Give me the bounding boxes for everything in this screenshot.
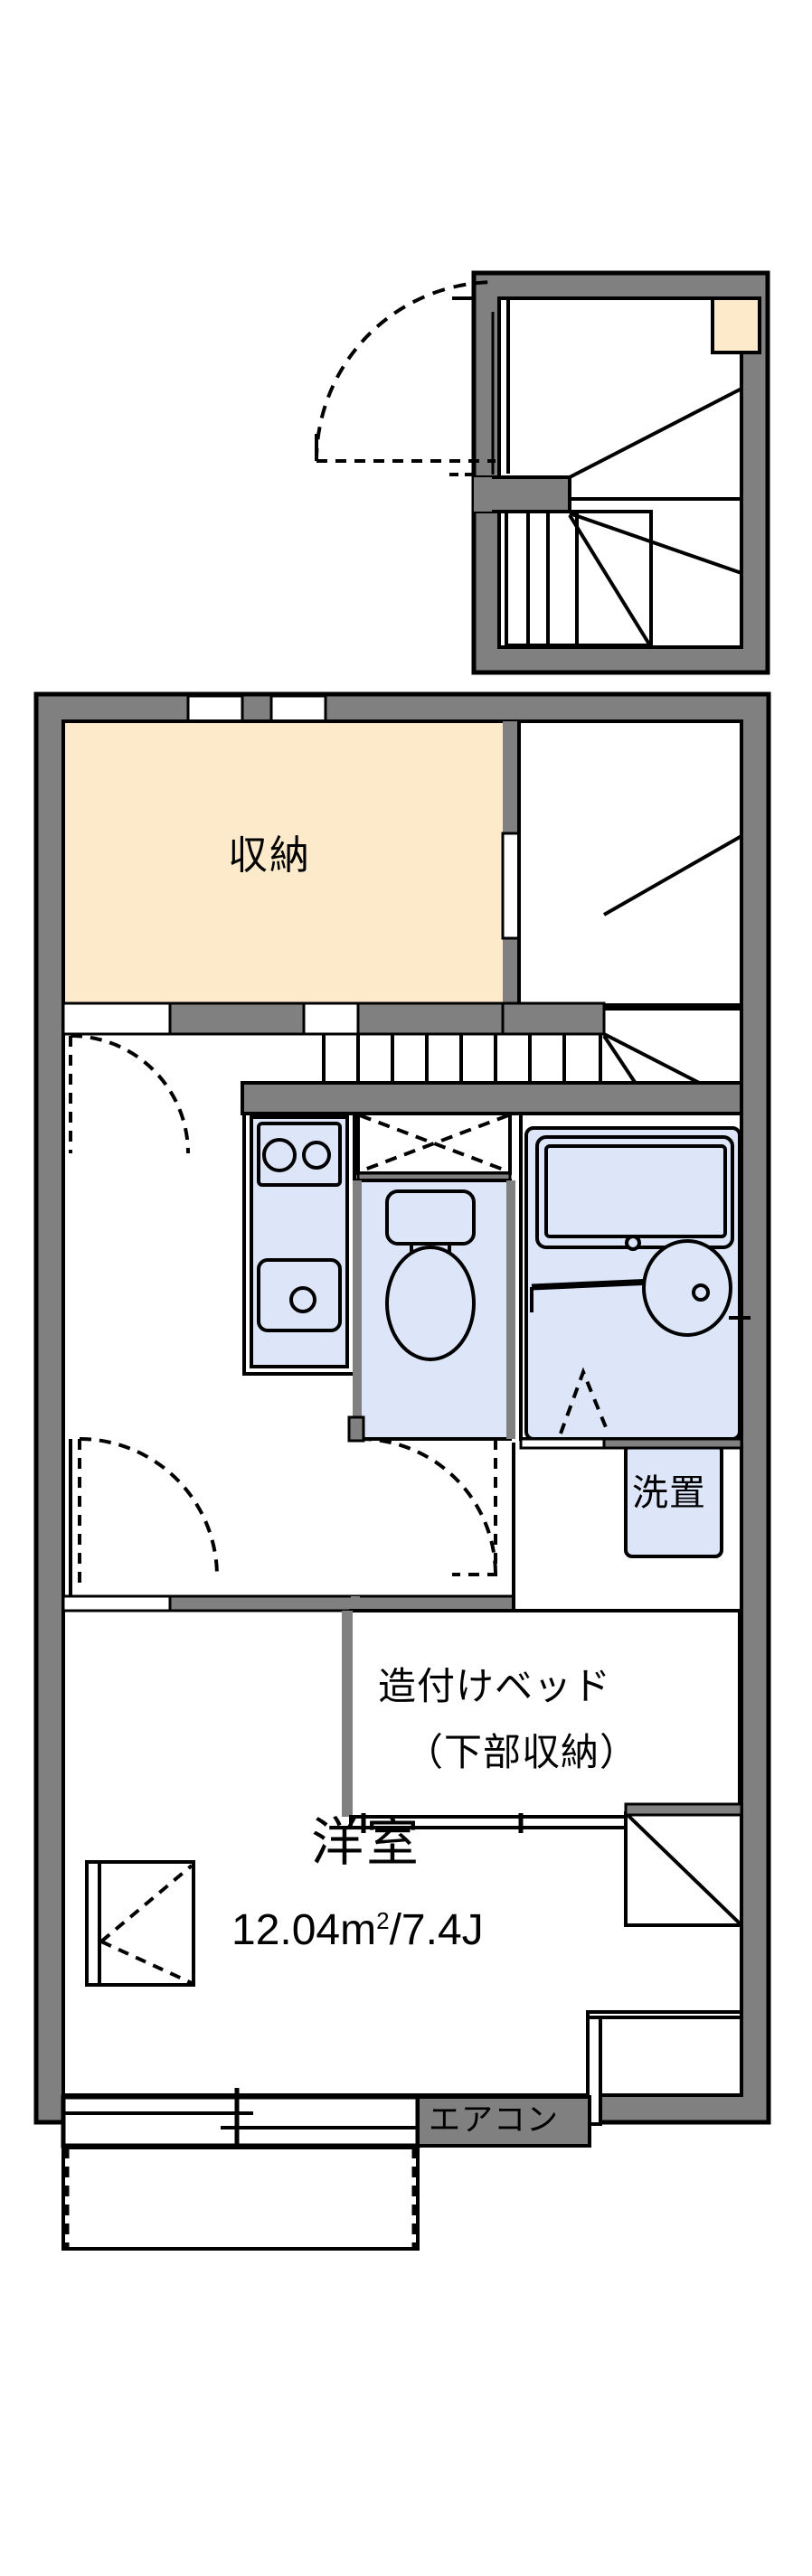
bath-vanity-sink bbox=[642, 1239, 732, 1337]
label-room-name: 洋室 bbox=[311, 1813, 422, 1872]
bath-vanity-drain bbox=[692, 1283, 710, 1302]
toilet-tank bbox=[385, 1189, 476, 1246]
wet-core-header-wall bbox=[241, 1081, 743, 1115]
upper-stair-winder-3 bbox=[569, 512, 742, 575]
upper-stair-winder-4 bbox=[568, 513, 653, 649]
stair-header-right bbox=[356, 1001, 505, 1036]
label-built-in-bed-line1: 造付けベッド bbox=[378, 1665, 612, 1707]
main-unit-group bbox=[33, 691, 771, 2251]
label-built-in-bed-line2: （下部収納） bbox=[405, 1731, 639, 1773]
built-in-bed-area bbox=[349, 1609, 741, 1819]
room-left-closet bbox=[85, 1860, 195, 1987]
room-left-closet-hinge-b bbox=[100, 1940, 193, 1985]
storage-right-wall-lower bbox=[503, 938, 519, 1011]
balcony bbox=[61, 2146, 420, 2251]
corridor-bottom-opening bbox=[61, 1594, 172, 1612]
bath-entry-jamb bbox=[347, 1415, 365, 1443]
bed-left-wall bbox=[342, 1611, 353, 1817]
room-area-number: 12.04 bbox=[231, 1906, 341, 1954]
room-right-cabinet-header bbox=[624, 1802, 743, 1817]
label-air-conditioner: エアコン bbox=[429, 2102, 560, 2138]
storage-right-wall-upper bbox=[503, 721, 519, 833]
room-area-jo: /7.4J bbox=[389, 1906, 484, 1954]
sliding-glass-door bbox=[61, 2094, 420, 2148]
storage-door-opening-right bbox=[302, 1001, 360, 1036]
bath-entry-door-swing-arc bbox=[359, 1437, 497, 1575]
stair-beam bbox=[501, 1001, 606, 1036]
upper-stair-winder-1 bbox=[569, 387, 742, 479]
toilet-wall-right bbox=[506, 1180, 515, 1439]
upper-unit-door-jamb-inner bbox=[474, 477, 492, 512]
bathroom-door-folding bbox=[559, 1367, 609, 1434]
room-left-closet-hinge-a bbox=[99, 1864, 194, 1943]
bathtub-drain bbox=[625, 1235, 641, 1251]
storage-door-opening-left bbox=[61, 1001, 172, 1036]
storage-room-closet bbox=[61, 719, 521, 1011]
kitchen-sink-drain bbox=[289, 1286, 316, 1313]
stove-burner-right bbox=[302, 1141, 331, 1170]
room-area-superscript: 2 bbox=[376, 1907, 390, 1934]
label-laundry: 洗置 bbox=[632, 1473, 706, 1513]
entrance-door-swing-arc bbox=[315, 280, 496, 462]
washer-area-header bbox=[602, 1437, 743, 1450]
label-storage-upper: 収納 bbox=[228, 833, 311, 878]
window-top-left bbox=[186, 694, 244, 725]
corridor-bottom-wall bbox=[168, 1594, 515, 1612]
window-top-right bbox=[269, 694, 327, 725]
upper-unit-group bbox=[315, 270, 770, 675]
stair-head-area bbox=[517, 719, 743, 1011]
storage-access-opening bbox=[501, 832, 521, 940]
upper-unit-closet bbox=[711, 296, 761, 354]
storage-door-swing-arc bbox=[70, 1034, 190, 1154]
toilet-wall-left bbox=[353, 1180, 362, 1439]
bathtub-inner bbox=[544, 1144, 727, 1238]
stove-burner-left bbox=[262, 1138, 297, 1172]
main-stair-winder-1 bbox=[603, 834, 742, 917]
toilet-bowl bbox=[385, 1246, 476, 1361]
toilet-door-slide-a bbox=[359, 1114, 509, 1173]
label-room-area: 12.04m2/7.4J bbox=[231, 1909, 484, 1952]
room-right-cabinet-diagonal bbox=[626, 1813, 741, 1925]
toilet-door-slide-b bbox=[359, 1114, 509, 1173]
storage-door-header bbox=[168, 1001, 306, 1036]
room-door-swing-arc bbox=[79, 1437, 219, 1577]
bottom-wall-right bbox=[416, 2095, 591, 2148]
room-area-unit: m bbox=[340, 1906, 377, 1954]
bath-entry-door-leaf bbox=[452, 1439, 497, 1576]
room-bottom-right-ledge bbox=[586, 2010, 743, 2019]
